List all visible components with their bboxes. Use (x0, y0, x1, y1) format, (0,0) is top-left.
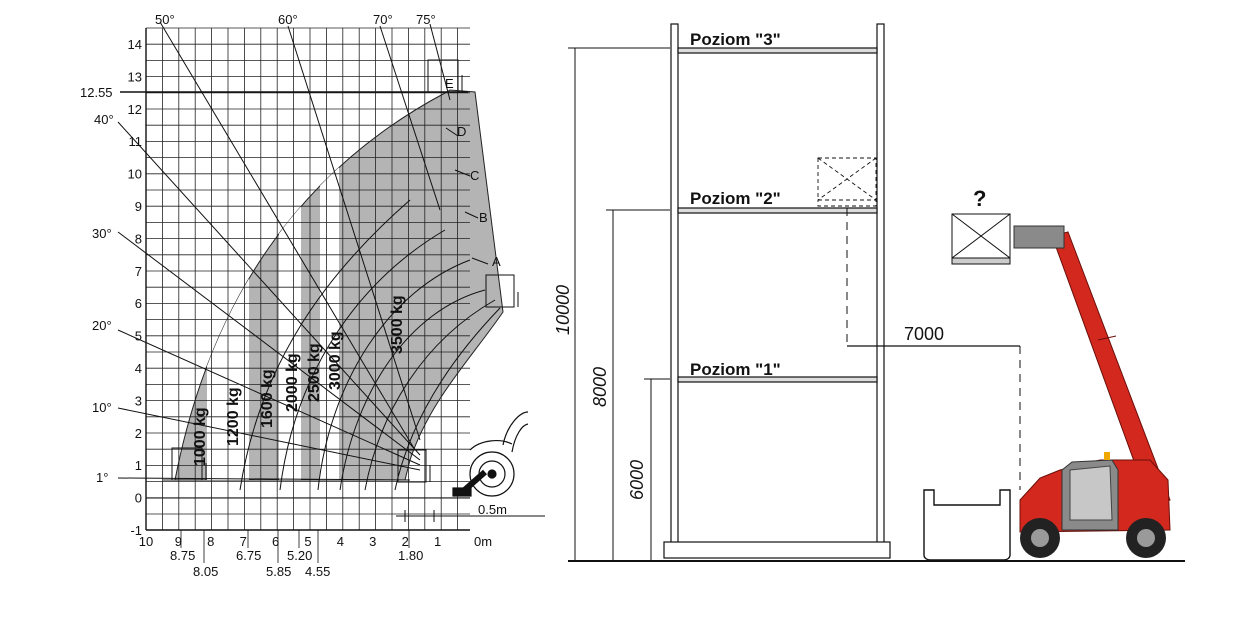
x-axis-ticks: 10 9 8 7 6 5 4 3 2 1 0m (139, 534, 492, 549)
x-tick-label: 6 (272, 534, 279, 549)
x-axis-extra-labels: 8.75 8.05 6.75 5.85 5.20 4.55 1.80 (170, 530, 423, 579)
angle-label-75: 75° (416, 12, 436, 27)
x-tick-label: 7 (240, 534, 247, 549)
question-mark: ? (973, 186, 986, 211)
y-tick-label: 2 (135, 426, 142, 441)
level-3-label: Poziom "3" (690, 30, 781, 49)
telehandler-wheels (1020, 518, 1166, 558)
y-tick-label: 10 (128, 167, 142, 182)
y-tick-label: 6 (135, 296, 142, 311)
rack-frame (663, 23, 891, 559)
x-extra-label: 5.20 (287, 548, 312, 563)
angle-label-50: 50° (155, 12, 175, 27)
level-2-label: Poziom "2" (690, 189, 781, 208)
chart-grid (145, 27, 470, 530)
y-tick-label: 12 (128, 102, 142, 117)
y-tick-label: 1 (135, 458, 142, 473)
wheel-silhouette (452, 411, 529, 497)
y-axis-marker: 12.55 (80, 85, 113, 100)
load-zone-3000: 3000 kg (327, 331, 344, 390)
y-tick-label: 0 (135, 491, 142, 506)
extension-label-e: E (445, 76, 454, 91)
x-extra-label: 6.75 (236, 548, 261, 563)
x-tick-label: 3 (369, 534, 376, 549)
carried-pallet (951, 213, 1011, 265)
angle-lines (117, 21, 451, 481)
extension-arcs (239, 127, 501, 491)
height-10000: 10000 (553, 285, 573, 335)
attachment-icons (171, 59, 519, 483)
extension-label-a: A (492, 254, 501, 269)
y-tick-label: 11 (129, 134, 143, 149)
angle-label-60: 60° (278, 12, 298, 27)
angle-label-10: 10° (92, 400, 112, 415)
angle-label-70: 70° (373, 12, 393, 27)
y-tick-label: 13 (128, 69, 142, 84)
bucket-attachment (923, 489, 1011, 561)
x-tick-label: 9 (175, 534, 182, 549)
x-extra-label: 1.80 (398, 548, 423, 563)
height-8000: 8000 (590, 367, 610, 407)
x-extra-label: 8.75 (170, 548, 195, 563)
x-tick-label: 10 (139, 534, 153, 549)
y-tick-label: -1 (130, 523, 142, 538)
angle-label-20: 20° (92, 318, 112, 333)
level-1-label: Poziom "1" (690, 360, 781, 379)
height-6000: 6000 (627, 460, 647, 500)
y-tick-label: 5 (135, 329, 142, 344)
load-zone-1000: 1000 kg (192, 407, 209, 466)
load-zone-2500: 2500 kg (306, 343, 323, 402)
y-tick-label: 3 (135, 393, 142, 408)
x-tick-label: 4 (337, 534, 344, 549)
load-zone-2000: 2000 kg (284, 353, 301, 412)
x-extra-label: 8.05 (193, 564, 218, 579)
telehandler-boom (1013, 225, 1171, 506)
load-zone-1200: 1200 kg (225, 387, 242, 446)
extension-label-c: C (470, 168, 479, 183)
x-tick-label: 1 (434, 534, 441, 549)
load-zone-1600: 1600 kg (259, 369, 276, 428)
x-tick-label: 8 (207, 534, 214, 549)
load-zone-3500: 3500 kg (389, 295, 406, 354)
x-tick-label: 2 (402, 534, 409, 549)
rack-scene: Poziom "3" Poziom "2" Poziom "1" 7000 10… (553, 23, 1185, 562)
x-extra-label: 5.85 (266, 564, 291, 579)
y-tick-label: 9 (135, 199, 142, 214)
x-extra-label: 4.55 (305, 564, 330, 579)
angle-label-30: 30° (92, 226, 112, 241)
scale-label: 0.5m (478, 502, 507, 517)
target-pallet (817, 157, 877, 207)
reach-value: 7000 (904, 324, 944, 344)
scale-marker (396, 510, 545, 522)
y-tick-label: 4 (135, 361, 142, 376)
extension-label-b: B (479, 210, 488, 225)
telehandler-body (1019, 452, 1171, 533)
height-dimensions (568, 47, 670, 561)
y-tick-label: 7 (135, 264, 142, 279)
angle-label-40: 40° (94, 112, 114, 127)
extension-label-d: D (457, 124, 466, 139)
angle-label-1: 1° (96, 470, 108, 485)
x-tick-label: 0m (474, 534, 492, 549)
y-tick-label: 8 (135, 231, 142, 246)
y-tick-label: 14 (128, 37, 142, 52)
x-tick-label: 5 (304, 534, 311, 549)
